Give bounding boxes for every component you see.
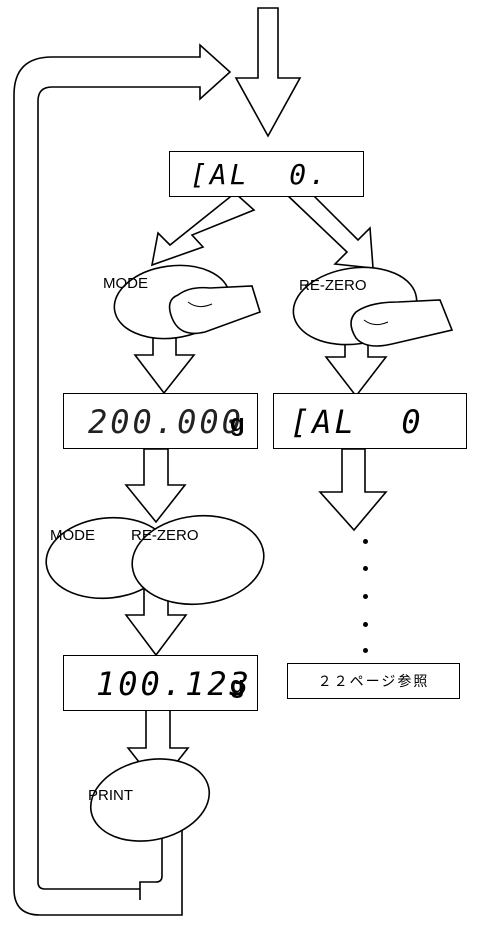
finger-rezero [351, 300, 452, 346]
display-cal0-right: [AL 0 [273, 393, 467, 449]
continuation-dot [363, 622, 368, 627]
reference-note-text: ２２ページ参照 [318, 671, 430, 691]
to-mode-arrow [152, 193, 254, 265]
rezero-to-cal-arrow [326, 340, 386, 396]
reference-note-box: ２２ページ参照 [287, 663, 460, 699]
display-result-weight-text: 100.123 [96, 668, 252, 700]
mode-key-mid-label[interactable]: MODE [50, 528, 95, 543]
display-cal0-top-text: [AL 0. [190, 161, 329, 189]
display-cal0-right-text: [AL 0 [290, 406, 424, 438]
continuation-dot [363, 539, 368, 544]
continuation-dot [363, 594, 368, 599]
display-span-weight: 200.000 g [63, 393, 258, 449]
cal-loop-arrow [320, 449, 386, 530]
display-result-weight: 100.123 g [63, 655, 258, 711]
continuation-dot [363, 648, 368, 653]
display-cal0-top: [AL 0. [169, 151, 364, 197]
to-rezero-arrow [285, 193, 373, 268]
display-span-weight-text: 200.000 [88, 406, 244, 438]
finger-mode [170, 286, 260, 333]
entry-arrow [236, 8, 300, 136]
mode-key-top-label[interactable]: MODE [103, 276, 148, 291]
mode-to-span-arrow [135, 335, 194, 393]
display-span-unit: g [230, 412, 245, 436]
continuation-dot [363, 566, 368, 571]
rezero-key-top-label[interactable]: RE-ZERO [299, 278, 367, 293]
display-result-unit: g [230, 674, 245, 698]
rezero-key-mid-label[interactable]: RE-ZERO [131, 528, 199, 543]
print-key-label[interactable]: PRINT [88, 788, 133, 803]
span-to-keys-arrow [126, 449, 185, 522]
